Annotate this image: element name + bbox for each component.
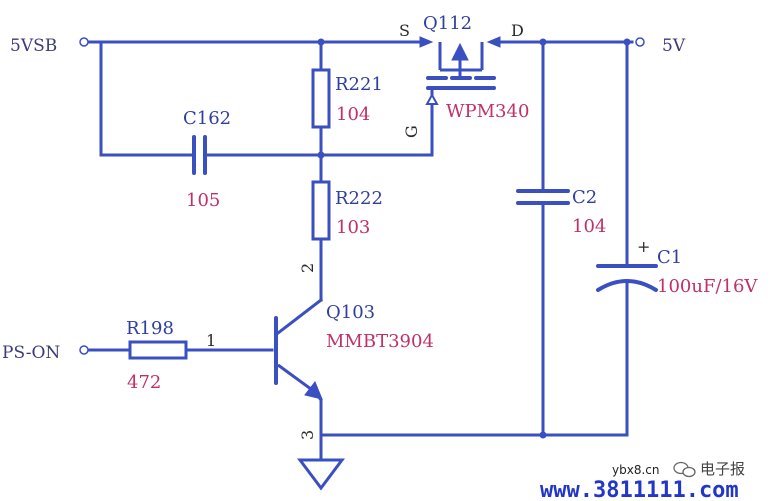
transistor-q103-symbol: [274, 316, 323, 401]
junction-dot: [317, 38, 325, 46]
q112-pin-g-label: G: [402, 125, 421, 138]
c1-value-label: 100uF/16V: [657, 276, 758, 297]
watermark-site: ybx8.cn: [612, 463, 659, 477]
c1-polarity-label: +: [637, 237, 650, 256]
net-label-5v: 5V: [662, 36, 686, 56]
watermark-url: www.3811111.com: [540, 478, 739, 501]
junction-dot: [317, 151, 325, 159]
wire-collector-diag: [275, 297, 324, 336]
junction-dot: [539, 38, 547, 46]
q103-pin-c-label: 2: [298, 263, 317, 273]
q112-pin-s-label: S: [399, 21, 410, 40]
q103-pin-b-label: 1: [206, 331, 216, 350]
r198-ref-label: R198: [126, 318, 174, 339]
q103-value-label: MMBT3904: [326, 331, 434, 352]
wechat-icon: [673, 461, 696, 478]
junctions: [317, 38, 631, 439]
resistor-r221: [311, 68, 331, 129]
resistor-r198: [128, 340, 188, 360]
c1-ref-label: C1: [657, 247, 682, 268]
r221-value-label: 104: [336, 104, 370, 125]
r198-value-label: 472: [127, 372, 161, 393]
q112-value-label: WPM340: [446, 101, 529, 122]
terminal-5vsb: [79, 37, 89, 47]
resistor-r222: [311, 180, 331, 241]
capacitor-c1-plate-negative: [596, 279, 658, 292]
c2-ref-label: C2: [572, 187, 597, 208]
mosfet-q112-symbol: [419, 36, 501, 105]
q103-ref-label: Q103: [326, 302, 375, 323]
c162-ref-label: C162: [183, 108, 231, 129]
r221-ref-label: R221: [335, 74, 383, 95]
q112-pin-d-label: D: [511, 21, 524, 40]
q103-pin-e-label: 3: [298, 430, 317, 440]
junction-dot: [623, 38, 631, 46]
net-label-5vsb: 5VSB: [10, 36, 57, 56]
net-label-pson: PS-ON: [2, 343, 60, 363]
c2-value-label: 104: [572, 216, 606, 237]
terminal-5v: [635, 37, 645, 47]
c162-value-label: 105: [186, 190, 220, 211]
terminal-pson: [79, 345, 89, 355]
r222-ref-label: R222: [335, 188, 383, 209]
q112-ref-label: Q112: [423, 13, 472, 34]
r222-value-label: 103: [336, 217, 370, 238]
ground-symbol: [297, 458, 345, 491]
watermark-brand: 电子报: [700, 460, 745, 478]
junction-dot: [539, 431, 547, 439]
